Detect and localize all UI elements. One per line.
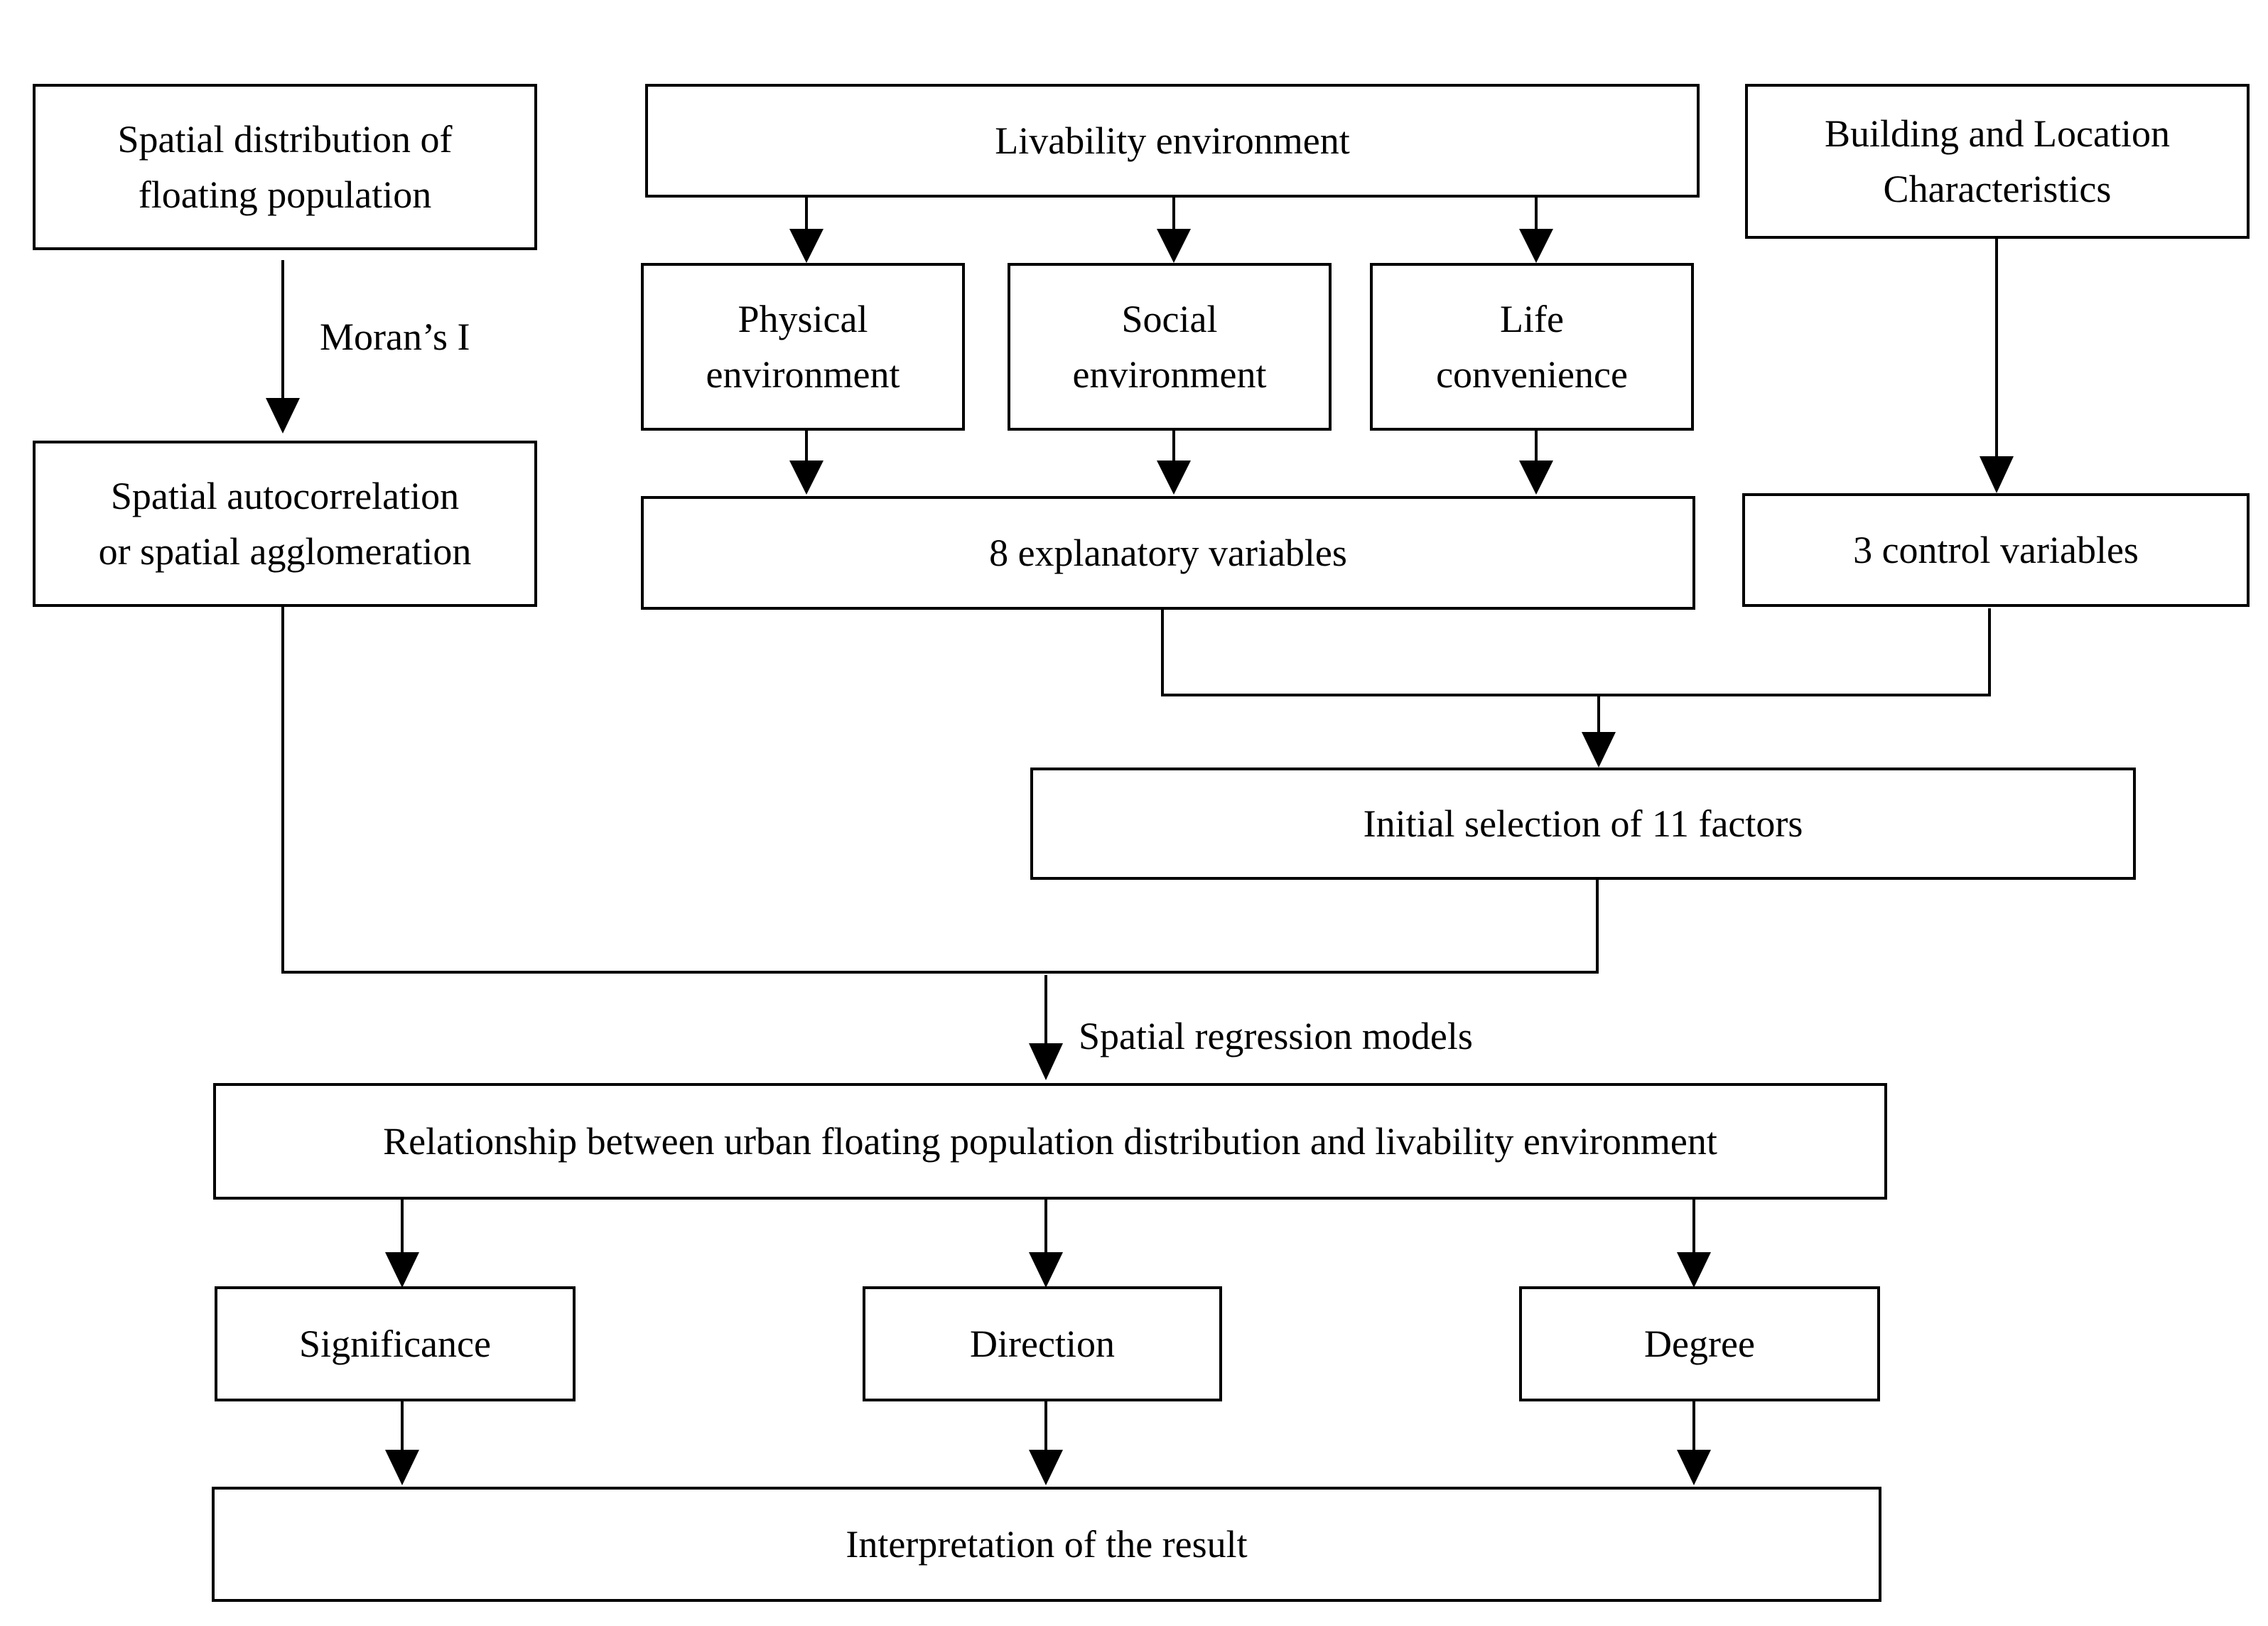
significance-label: Significance bbox=[299, 1323, 491, 1365]
physical-environment-box: Physical environment bbox=[641, 263, 965, 431]
social-environment-label: Social environment bbox=[1072, 298, 1267, 396]
spatial-regression-label: Spatial regression models bbox=[1079, 1015, 1473, 1057]
livability-environment-box: Livability environment bbox=[645, 84, 1700, 198]
spatial-autocorrelation-box: Spatial autocorrelation or spatial agglo… bbox=[33, 441, 537, 607]
explanatory-variables-label: 8 explanatory variables bbox=[989, 532, 1347, 574]
degree-box: Degree bbox=[1519, 1286, 1880, 1401]
explanatory-variables-box: 8 explanatory variables bbox=[641, 496, 1695, 610]
merge-explanatory-control bbox=[1161, 608, 1991, 696]
life-convenience-box: Life convenience bbox=[1370, 263, 1694, 431]
arrowhead-direction-interp bbox=[1029, 1450, 1063, 1485]
social-environment-box: Social environment bbox=[1008, 263, 1332, 431]
arrowhead-degree bbox=[1677, 1252, 1711, 1288]
control-variables-label: 3 control variables bbox=[1853, 529, 2139, 571]
arrowhead-life-explanatory bbox=[1519, 461, 1553, 495]
relationship-box: Relationship between urban floating popu… bbox=[213, 1083, 1887, 1200]
arrowhead-control bbox=[1980, 456, 2014, 493]
initial-selection-label: Initial selection of 11 factors bbox=[1363, 802, 1803, 845]
interpretation-box: Interpretation of the result bbox=[212, 1487, 1881, 1602]
building-location-label: Building and Location Characteristics bbox=[1825, 112, 2170, 210]
initial-selection-box: Initial selection of 11 factors bbox=[1030, 768, 2136, 880]
significance-box: Significance bbox=[215, 1286, 576, 1401]
arrowhead-morans-i bbox=[266, 398, 300, 434]
direction-label: Direction bbox=[970, 1323, 1115, 1365]
spatial-distribution-box: Spatial distribution of floating populat… bbox=[33, 84, 537, 250]
morans-i-label: Moran’s I bbox=[320, 316, 470, 358]
arrowhead-physical-explanatory bbox=[789, 461, 824, 495]
arrowhead-physical bbox=[789, 229, 824, 263]
merge-autocorrelation-initial bbox=[281, 605, 1599, 974]
relationship-label: Relationship between urban floating popu… bbox=[383, 1120, 1717, 1163]
livability-environment-label: Livability environment bbox=[995, 119, 1350, 162]
arrowhead-social-explanatory bbox=[1157, 461, 1191, 495]
degree-label: Degree bbox=[1644, 1323, 1755, 1365]
arrowhead-significance-interp bbox=[385, 1450, 419, 1485]
arrowhead-life bbox=[1519, 229, 1553, 263]
arrowhead-significance bbox=[385, 1252, 419, 1288]
building-location-box: Building and Location Characteristics bbox=[1745, 84, 2250, 239]
interpretation-label: Interpretation of the result bbox=[846, 1523, 1248, 1566]
spatial-distribution-label: Spatial distribution of floating populat… bbox=[117, 118, 453, 216]
arrowhead-direction bbox=[1029, 1252, 1063, 1288]
physical-environment-label: Physical environment bbox=[706, 298, 900, 396]
spatial-autocorrelation-label: Spatial autocorrelation or spatial agglo… bbox=[98, 475, 472, 573]
life-convenience-label: Life convenience bbox=[1436, 298, 1628, 396]
arrowhead-initial bbox=[1582, 732, 1616, 768]
direction-box: Direction bbox=[863, 1286, 1222, 1401]
control-variables-box: 3 control variables bbox=[1742, 493, 2250, 607]
arrowhead-social bbox=[1157, 229, 1191, 263]
arrowhead-degree-interp bbox=[1677, 1450, 1711, 1485]
arrowhead-relationship bbox=[1029, 1043, 1063, 1080]
